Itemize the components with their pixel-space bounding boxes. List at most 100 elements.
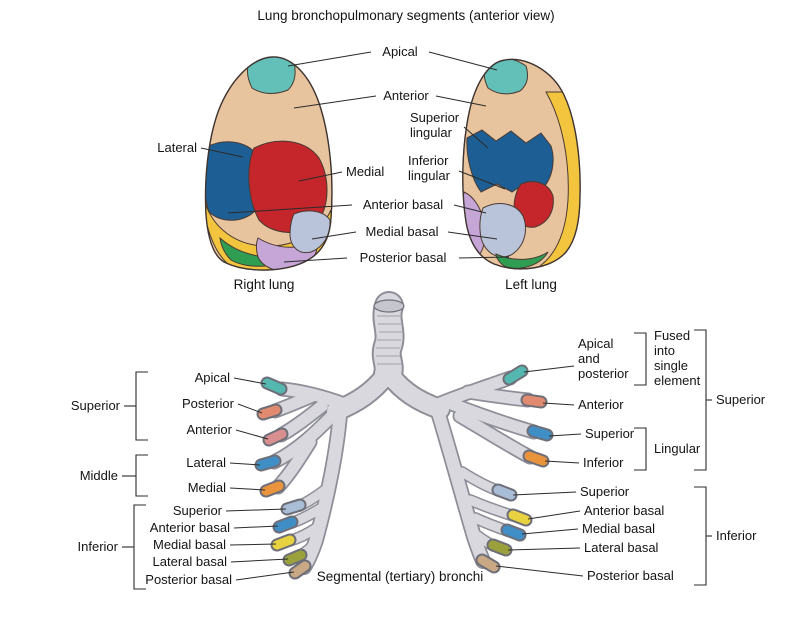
leader-medial-basal-right bbox=[447, 231, 498, 240]
tree-fills bbox=[268, 293, 540, 574]
left-lung-apical-segment bbox=[483, 59, 528, 95]
r-anterior-basal-stub bbox=[274, 517, 297, 532]
inferior-right-group-label: Inferior bbox=[716, 528, 757, 543]
l-medial-basal-stub bbox=[502, 525, 525, 540]
label-lateral: Lateral bbox=[157, 140, 197, 155]
bl-label-apical: Apical bbox=[195, 370, 231, 385]
label-anterior-basal: Anterior basal bbox=[363, 197, 443, 212]
bl-label-medial-basal: Medial basal bbox=[153, 537, 226, 552]
group-label-superior: Superior bbox=[71, 398, 121, 413]
bottom-left-leader-lines bbox=[225, 377, 295, 581]
r-apical-stub bbox=[262, 378, 286, 394]
right-lung-caption: Right lung bbox=[234, 277, 295, 292]
l-superior-stub bbox=[493, 485, 516, 500]
bl-label-anterior-basal: Anterior basal bbox=[150, 520, 230, 535]
left-lung-medial-basal-segment bbox=[479, 203, 526, 258]
br-label-lingular-inferior: Inferior bbox=[583, 455, 624, 470]
leader-lateral bbox=[200, 147, 244, 158]
br-label-posterior-basal: Posterior basal bbox=[587, 568, 674, 583]
br-label-superior: Superior bbox=[580, 484, 630, 499]
right-lung-medial-basal-segment bbox=[289, 210, 331, 254]
bottom-right-labels: Apical and posterior Fused into single e… bbox=[578, 328, 766, 583]
l-lingular-superior-branch-fill bbox=[446, 398, 540, 438]
leader-bl-apical bbox=[233, 377, 267, 385]
br-label-medial-basal: Medial basal bbox=[582, 521, 655, 536]
r-medial-stub bbox=[261, 481, 284, 496]
bl-label-lateral: Lateral bbox=[186, 455, 226, 470]
br-label-anterior: Anterior bbox=[578, 397, 624, 412]
leader-br-medial-basal bbox=[521, 528, 579, 535]
label-posterior-basal: Posterior basal bbox=[360, 250, 447, 265]
r-posterior-stub bbox=[258, 405, 281, 419]
leader-bl-medial-basal bbox=[229, 543, 277, 546]
leader-apical-left bbox=[287, 51, 372, 67]
top-leader-lines bbox=[200, 51, 510, 263]
left-lung-caption: Left lung bbox=[505, 277, 557, 292]
trachea-opening bbox=[373, 299, 405, 313]
superior-right-group-label: Superior bbox=[716, 392, 766, 407]
leader-anterior-left bbox=[293, 95, 377, 109]
bronchi-caption: Segmental (tertiary) bronchi bbox=[317, 569, 484, 584]
l-lingular-inferior-stub bbox=[524, 451, 548, 466]
leader-br-posterior-basal bbox=[495, 565, 584, 577]
leader-bl-posterior-basal bbox=[235, 571, 295, 581]
bottom-right-brackets bbox=[634, 329, 712, 586]
middle-group-bracket bbox=[135, 454, 148, 497]
inferior-group-bracket bbox=[133, 504, 146, 590]
leader-br-lingular-superior bbox=[548, 433, 582, 437]
trachea-ribs bbox=[376, 315, 403, 365]
segmental-stubs bbox=[254, 364, 554, 580]
r-lateral-basal-stub bbox=[284, 550, 306, 565]
r-anterior-stub bbox=[264, 429, 287, 445]
leader-apical-right bbox=[428, 51, 498, 71]
br-label-lingular-superior: Superior bbox=[585, 426, 635, 441]
l-lingular-superior-stub bbox=[528, 426, 552, 440]
br-label-apical-posterior-line1: Apical bbox=[578, 336, 614, 351]
r-lateral-stub bbox=[256, 456, 280, 470]
leader-anterior-right bbox=[435, 95, 487, 107]
fused-bracket bbox=[634, 332, 647, 386]
l-lower-branch-fill bbox=[431, 405, 490, 568]
label-superior-lingular-line2: lingular bbox=[410, 125, 453, 140]
label-anterior: Anterior bbox=[383, 88, 429, 103]
bl-label-posterior-basal: Posterior basal bbox=[145, 572, 232, 587]
l-anterior-basal-stub bbox=[508, 510, 531, 525]
bottom-right-leader-lines bbox=[495, 365, 584, 577]
br-label-apical-posterior-line3: posterior bbox=[578, 366, 629, 381]
group-label-inferior: Inferior bbox=[78, 539, 119, 554]
right-lung-segments bbox=[205, 56, 332, 271]
leader-bl-medial bbox=[229, 487, 266, 491]
leader-anterior-basal-left bbox=[227, 204, 353, 214]
label-medial-basal: Medial basal bbox=[366, 224, 439, 239]
leader-posterior-basal-right bbox=[458, 256, 510, 259]
leader-br-lingular-inferior bbox=[544, 460, 580, 464]
l-anterior-stub bbox=[522, 395, 546, 407]
leader-br-superior bbox=[512, 491, 577, 496]
bottom-left-labels: Superior Middle Inferior Apical Posterio… bbox=[71, 370, 235, 587]
label-inferior-lingular-line2: lingular bbox=[408, 168, 451, 183]
fused-note-line1: Fused bbox=[654, 328, 690, 343]
group-label-middle: Middle bbox=[80, 468, 118, 483]
l-lateral-basal-stub bbox=[488, 540, 511, 555]
bl-label-anterior: Anterior bbox=[186, 422, 232, 437]
bottom-left-brackets bbox=[122, 371, 148, 590]
left-lung-green-segment bbox=[495, 251, 549, 269]
bronchial-tree bbox=[254, 291, 554, 580]
lingular-bracket bbox=[634, 427, 647, 471]
br-label-lateral-basal: Lateral basal bbox=[584, 540, 659, 555]
superior-group-bracket bbox=[135, 371, 148, 441]
leader-inferior-lingular bbox=[458, 170, 506, 190]
bl-label-superior: Superior bbox=[173, 503, 223, 518]
leader-bl-lateral-basal bbox=[230, 558, 289, 563]
label-medial: Medial bbox=[346, 164, 384, 179]
label-inferior-lingular-line1: Inferior bbox=[408, 153, 449, 168]
inferior-right-bracket bbox=[694, 486, 707, 586]
fused-note-line3: single bbox=[654, 358, 688, 373]
br-label-apical-posterior-line2: and bbox=[578, 351, 600, 366]
label-apical: Apical bbox=[382, 44, 418, 59]
r-medial-basal-stub bbox=[272, 535, 295, 550]
l-lingular-inferior-branch-fill bbox=[454, 410, 536, 463]
leader-bl-lateral bbox=[229, 462, 261, 466]
